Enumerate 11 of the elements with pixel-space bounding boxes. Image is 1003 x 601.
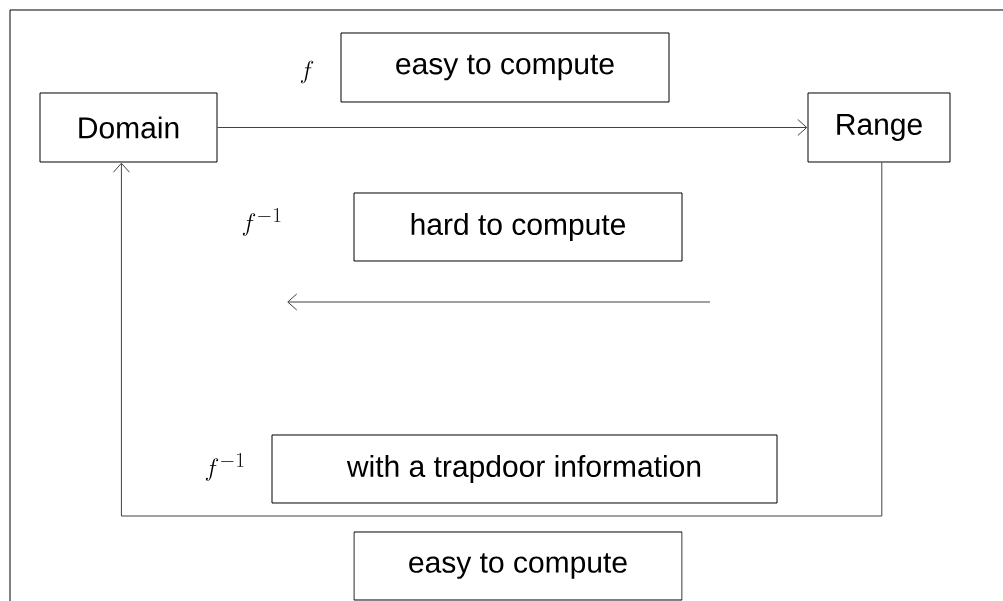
function-symbol: $f^{-1}$ [205, 453, 244, 481]
text-box: Domain [39, 92, 218, 163]
text-box: Range [807, 92, 951, 163]
text-box: hard to compute [353, 192, 683, 262]
text-box: with a trapdoor information [271, 434, 778, 504]
function-symbol: $f^{-1}$ [242, 208, 281, 236]
text-box: easy to compute [353, 531, 683, 601]
arrow [217, 119, 808, 136]
text-box: easy to compute [340, 32, 670, 103]
function-symbol: $f$ [300, 60, 314, 84]
arrow [112, 162, 883, 517]
